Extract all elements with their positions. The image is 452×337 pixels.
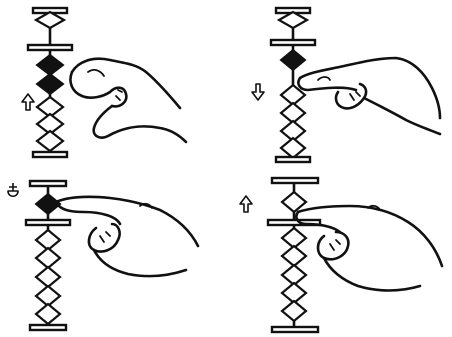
lower-bead <box>282 301 306 321</box>
abacus-column <box>268 178 320 332</box>
hand-sketch <box>56 197 198 276</box>
lower-bead <box>37 131 63 151</box>
panel-top-right <box>252 8 440 162</box>
panel-bottom-left <box>8 180 198 330</box>
beam <box>28 45 72 50</box>
hand-sketch <box>298 58 440 134</box>
lower-bead <box>282 246 306 266</box>
lower-bead-active <box>37 55 63 75</box>
abacus-column <box>271 8 315 162</box>
arrow-down-icon <box>8 183 18 196</box>
panel-bottom-right <box>240 178 442 332</box>
arrow-up-icon <box>240 196 252 212</box>
lower-bead <box>36 267 60 287</box>
upper-bead <box>279 12 307 28</box>
lower-bead <box>36 248 60 268</box>
lower-bead-active <box>281 50 305 70</box>
panel-top-left <box>22 8 186 158</box>
beam <box>26 220 70 225</box>
lower-bead <box>36 304 60 324</box>
arrow-down-icon <box>252 84 264 100</box>
abacus-column <box>28 8 72 158</box>
lower-bead-active <box>37 74 63 94</box>
lower-bead <box>281 138 305 158</box>
hand-sketch <box>70 59 186 142</box>
hand-sketch <box>296 206 442 291</box>
upper-bead-active <box>282 192 306 212</box>
abacus-column <box>26 180 70 330</box>
upper-bead <box>36 12 64 28</box>
beam <box>271 40 315 45</box>
arrow-up-icon <box>22 94 34 110</box>
